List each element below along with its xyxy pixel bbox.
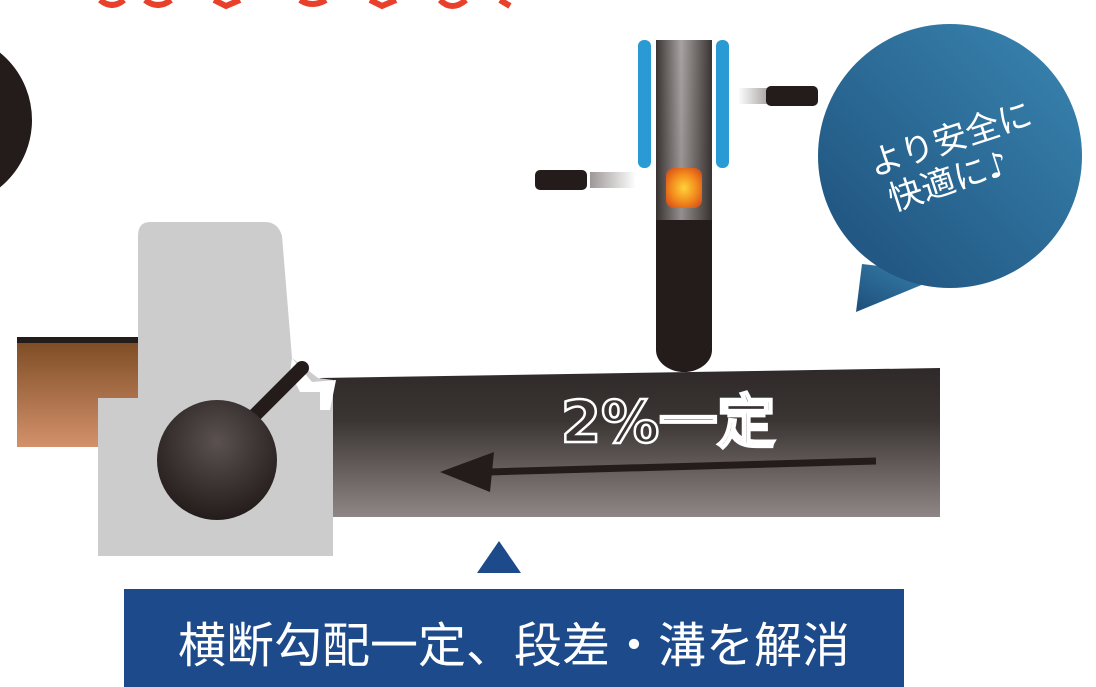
speech-bubble-icon: より安全に 快適に♪ — [818, 24, 1082, 312]
triangle-up-icon — [477, 541, 521, 573]
caption-text: 横断勾配一定、段差・溝を解消 — [178, 618, 850, 674]
arrow-left-icon — [440, 452, 877, 492]
slope-label: 2%一定 — [561, 388, 775, 456]
dark-circle-edge — [0, 45, 38, 195]
cane-light — [666, 168, 702, 208]
white-cane — [535, 40, 818, 372]
drain-ball — [157, 400, 277, 520]
ground-edge — [17, 337, 157, 343]
cropped-heading-fragment — [98, 0, 512, 10]
caption-banner — [124, 589, 904, 687]
